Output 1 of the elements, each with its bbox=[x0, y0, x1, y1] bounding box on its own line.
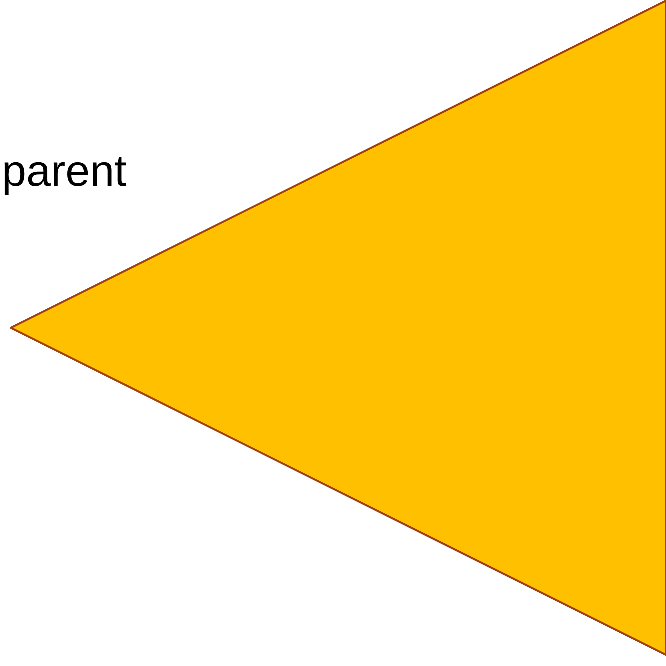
label-text: parent bbox=[2, 150, 127, 194]
